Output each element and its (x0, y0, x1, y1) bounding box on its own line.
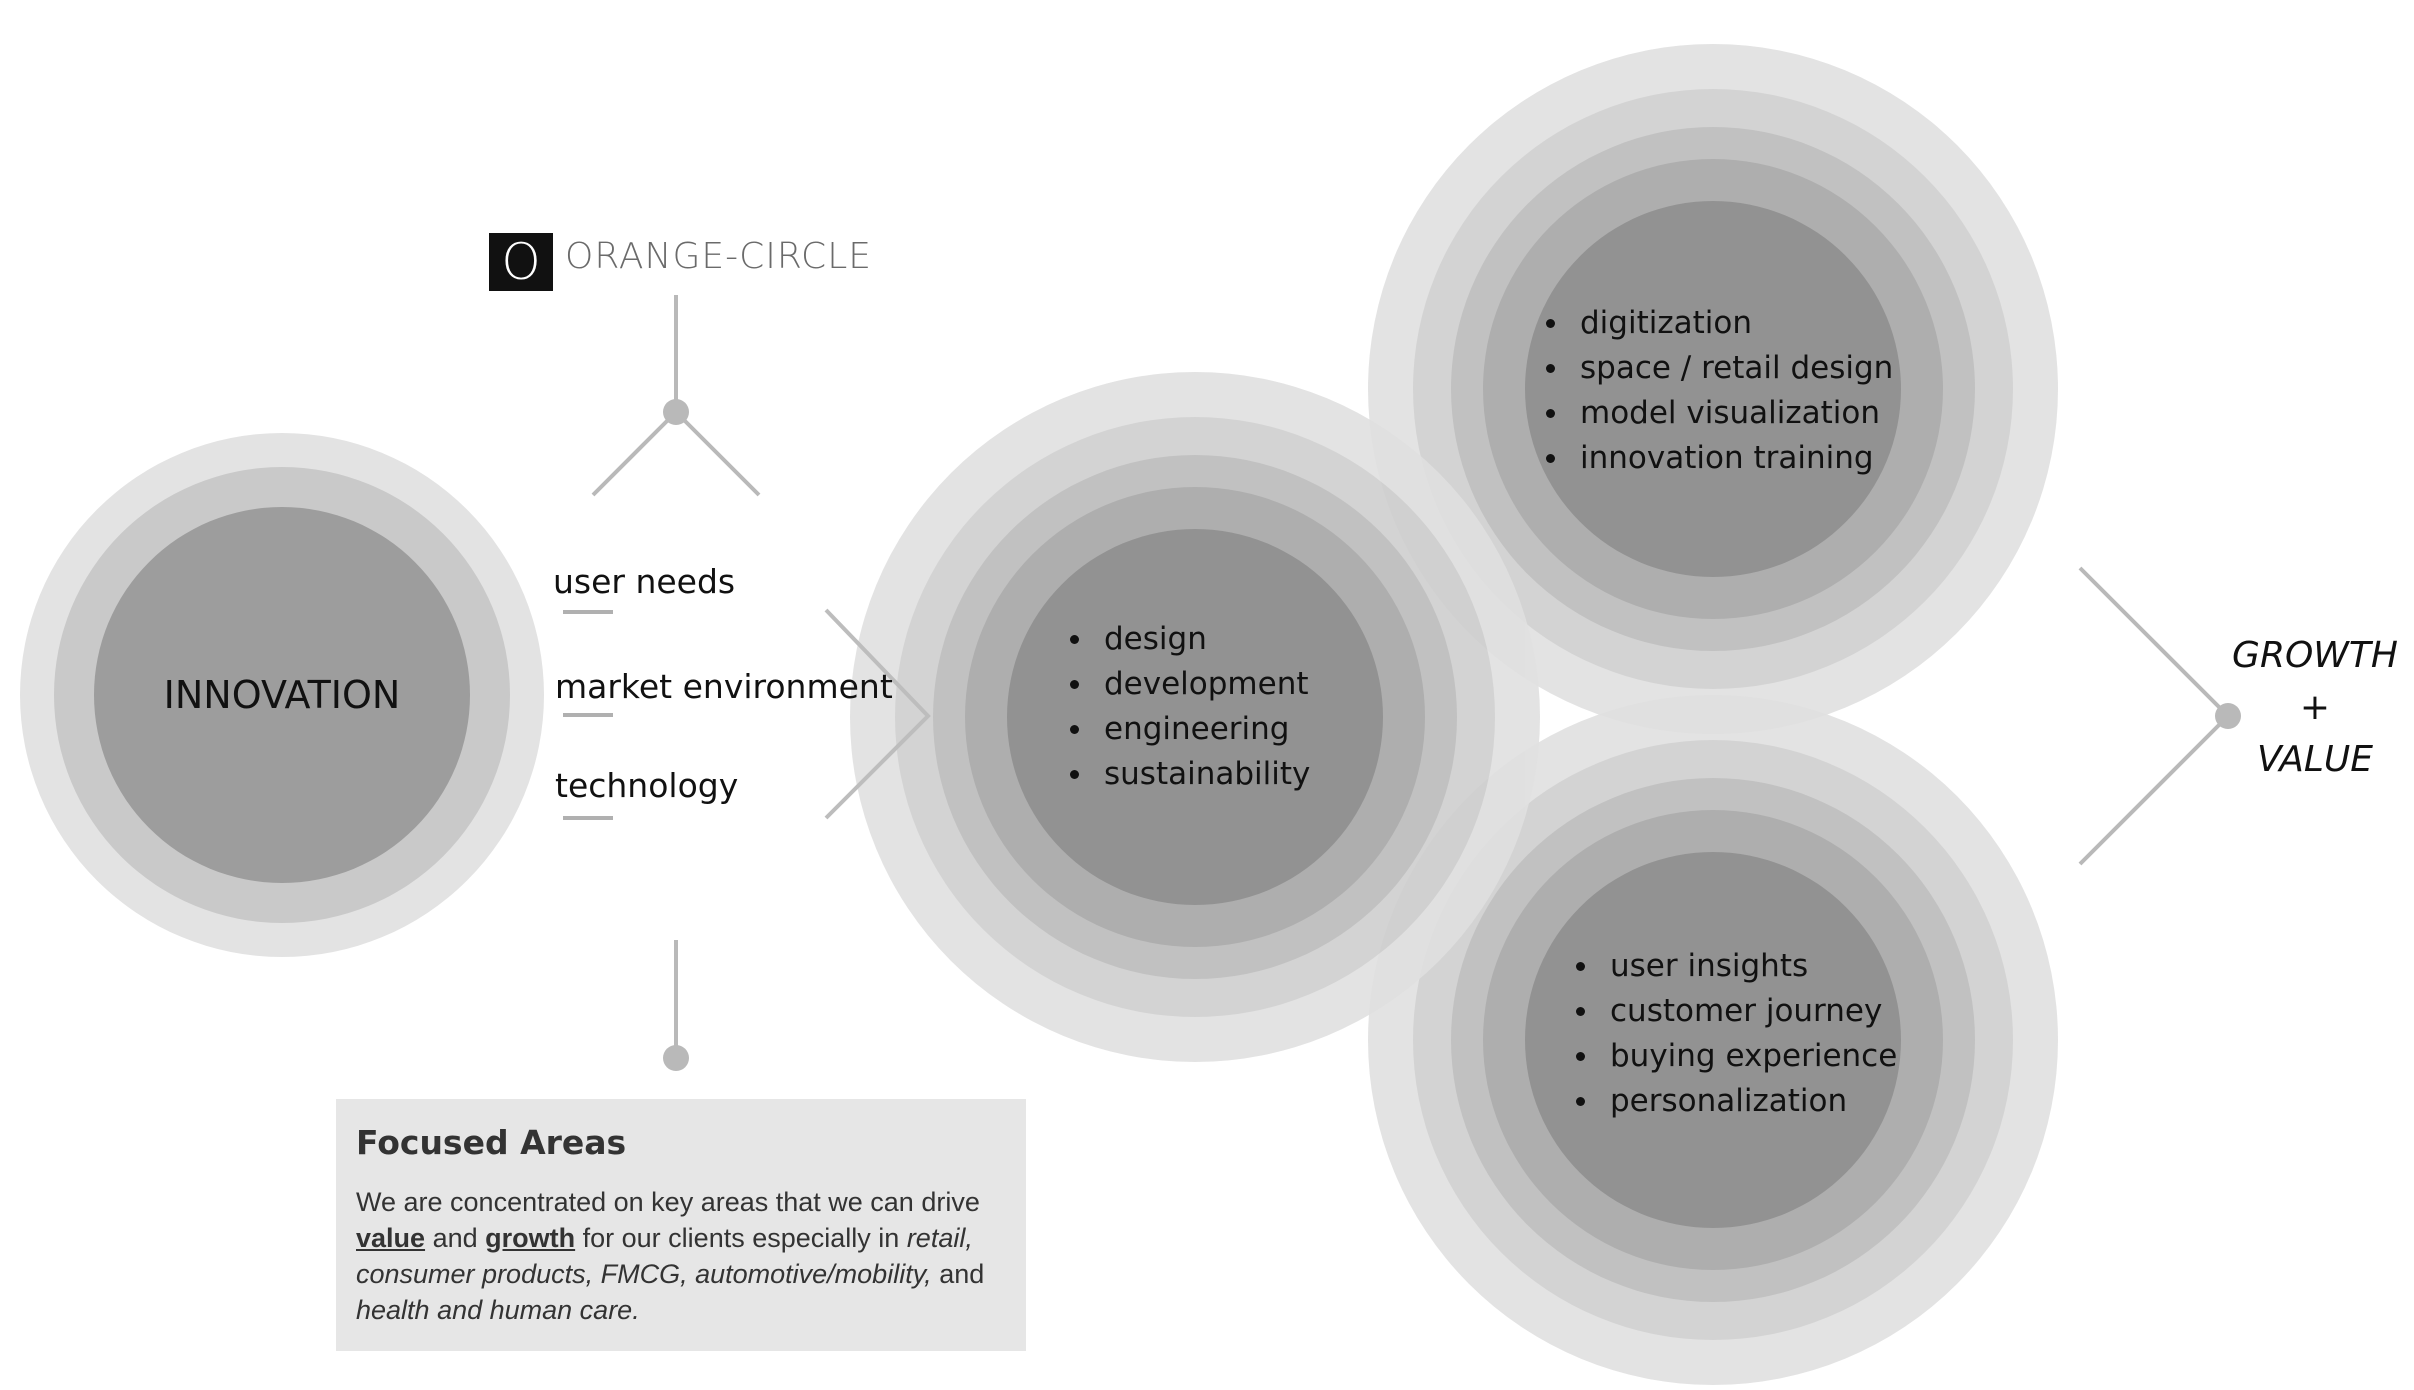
body-text: and (939, 1259, 985, 1289)
core-circle (850, 372, 1540, 1062)
list-item: digitization (1546, 301, 1893, 346)
list-item: design (1070, 617, 1310, 662)
driver-user-needs: user needs (553, 562, 736, 601)
focus-connector-node (663, 1045, 689, 1071)
list-item: development (1070, 662, 1310, 707)
driver-underline (563, 610, 613, 614)
drivers-chevron (824, 608, 931, 820)
body-text: We are concentrated on key areas that we… (356, 1187, 980, 1217)
outcome-plus: + (2299, 687, 2331, 728)
list-item: user insights (1576, 944, 1897, 989)
list-item: sustainability (1070, 752, 1310, 797)
industries-text: retail, consumer products, FMCG, automot… (356, 1223, 973, 1289)
focused-areas-body: We are concentrated on key areas that we… (356, 1184, 1006, 1328)
logo-connector-node (663, 399, 689, 425)
outcome-connector-node (2215, 703, 2241, 729)
growth-keyword: growth (485, 1223, 576, 1253)
list-item: space / retail design (1546, 346, 1893, 391)
logo-mark: O (489, 233, 553, 291)
outcome-label: GROWTH + VALUE (2232, 630, 2398, 786)
industries-text-last: health and human care. (356, 1295, 640, 1325)
logo-connector (591, 295, 761, 497)
top-circle (1368, 44, 2058, 734)
driver-market-environment: market environment (555, 667, 893, 706)
innovation-label: INNOVATION (163, 673, 401, 717)
list-item: buying experience (1576, 1034, 1897, 1079)
focused-areas-box: Focused Areas We are concentrated on key… (336, 1099, 1026, 1351)
focused-areas-title: Focused Areas (356, 1123, 627, 1162)
innovation-core (94, 507, 470, 883)
driver-underline (563, 816, 613, 820)
top-circle-core (1525, 201, 1901, 577)
innovation-circle (20, 433, 544, 957)
outcome-value: VALUE (2257, 739, 2373, 780)
list-item: engineering (1070, 707, 1310, 752)
outcome-growth: GROWTH (2232, 635, 2398, 676)
core-circle-core (1007, 529, 1383, 905)
core-list: design development engineering sustainab… (1070, 617, 1310, 797)
bottom-circle (1368, 695, 2058, 1385)
value-keyword: value (356, 1223, 426, 1253)
bottom-circle-core (1525, 852, 1901, 1228)
list-item: customer journey (1576, 989, 1897, 1034)
driver-technology: technology (555, 766, 739, 805)
body-text: for our clients especially in (582, 1223, 900, 1253)
top-circle-list: digitization space / retail design model… (1546, 301, 1893, 481)
driver-underline (563, 713, 613, 717)
logo-name: ORANGE-CIRCLE (565, 236, 872, 277)
list-item: personalization (1576, 1079, 1897, 1124)
bottom-circle-list: user insights customer journey buying ex… (1576, 944, 1897, 1124)
list-item: innovation training (1546, 436, 1893, 481)
body-text: and (432, 1223, 478, 1253)
outcome-connector (2078, 566, 2231, 866)
list-item: model visualization (1546, 391, 1893, 436)
